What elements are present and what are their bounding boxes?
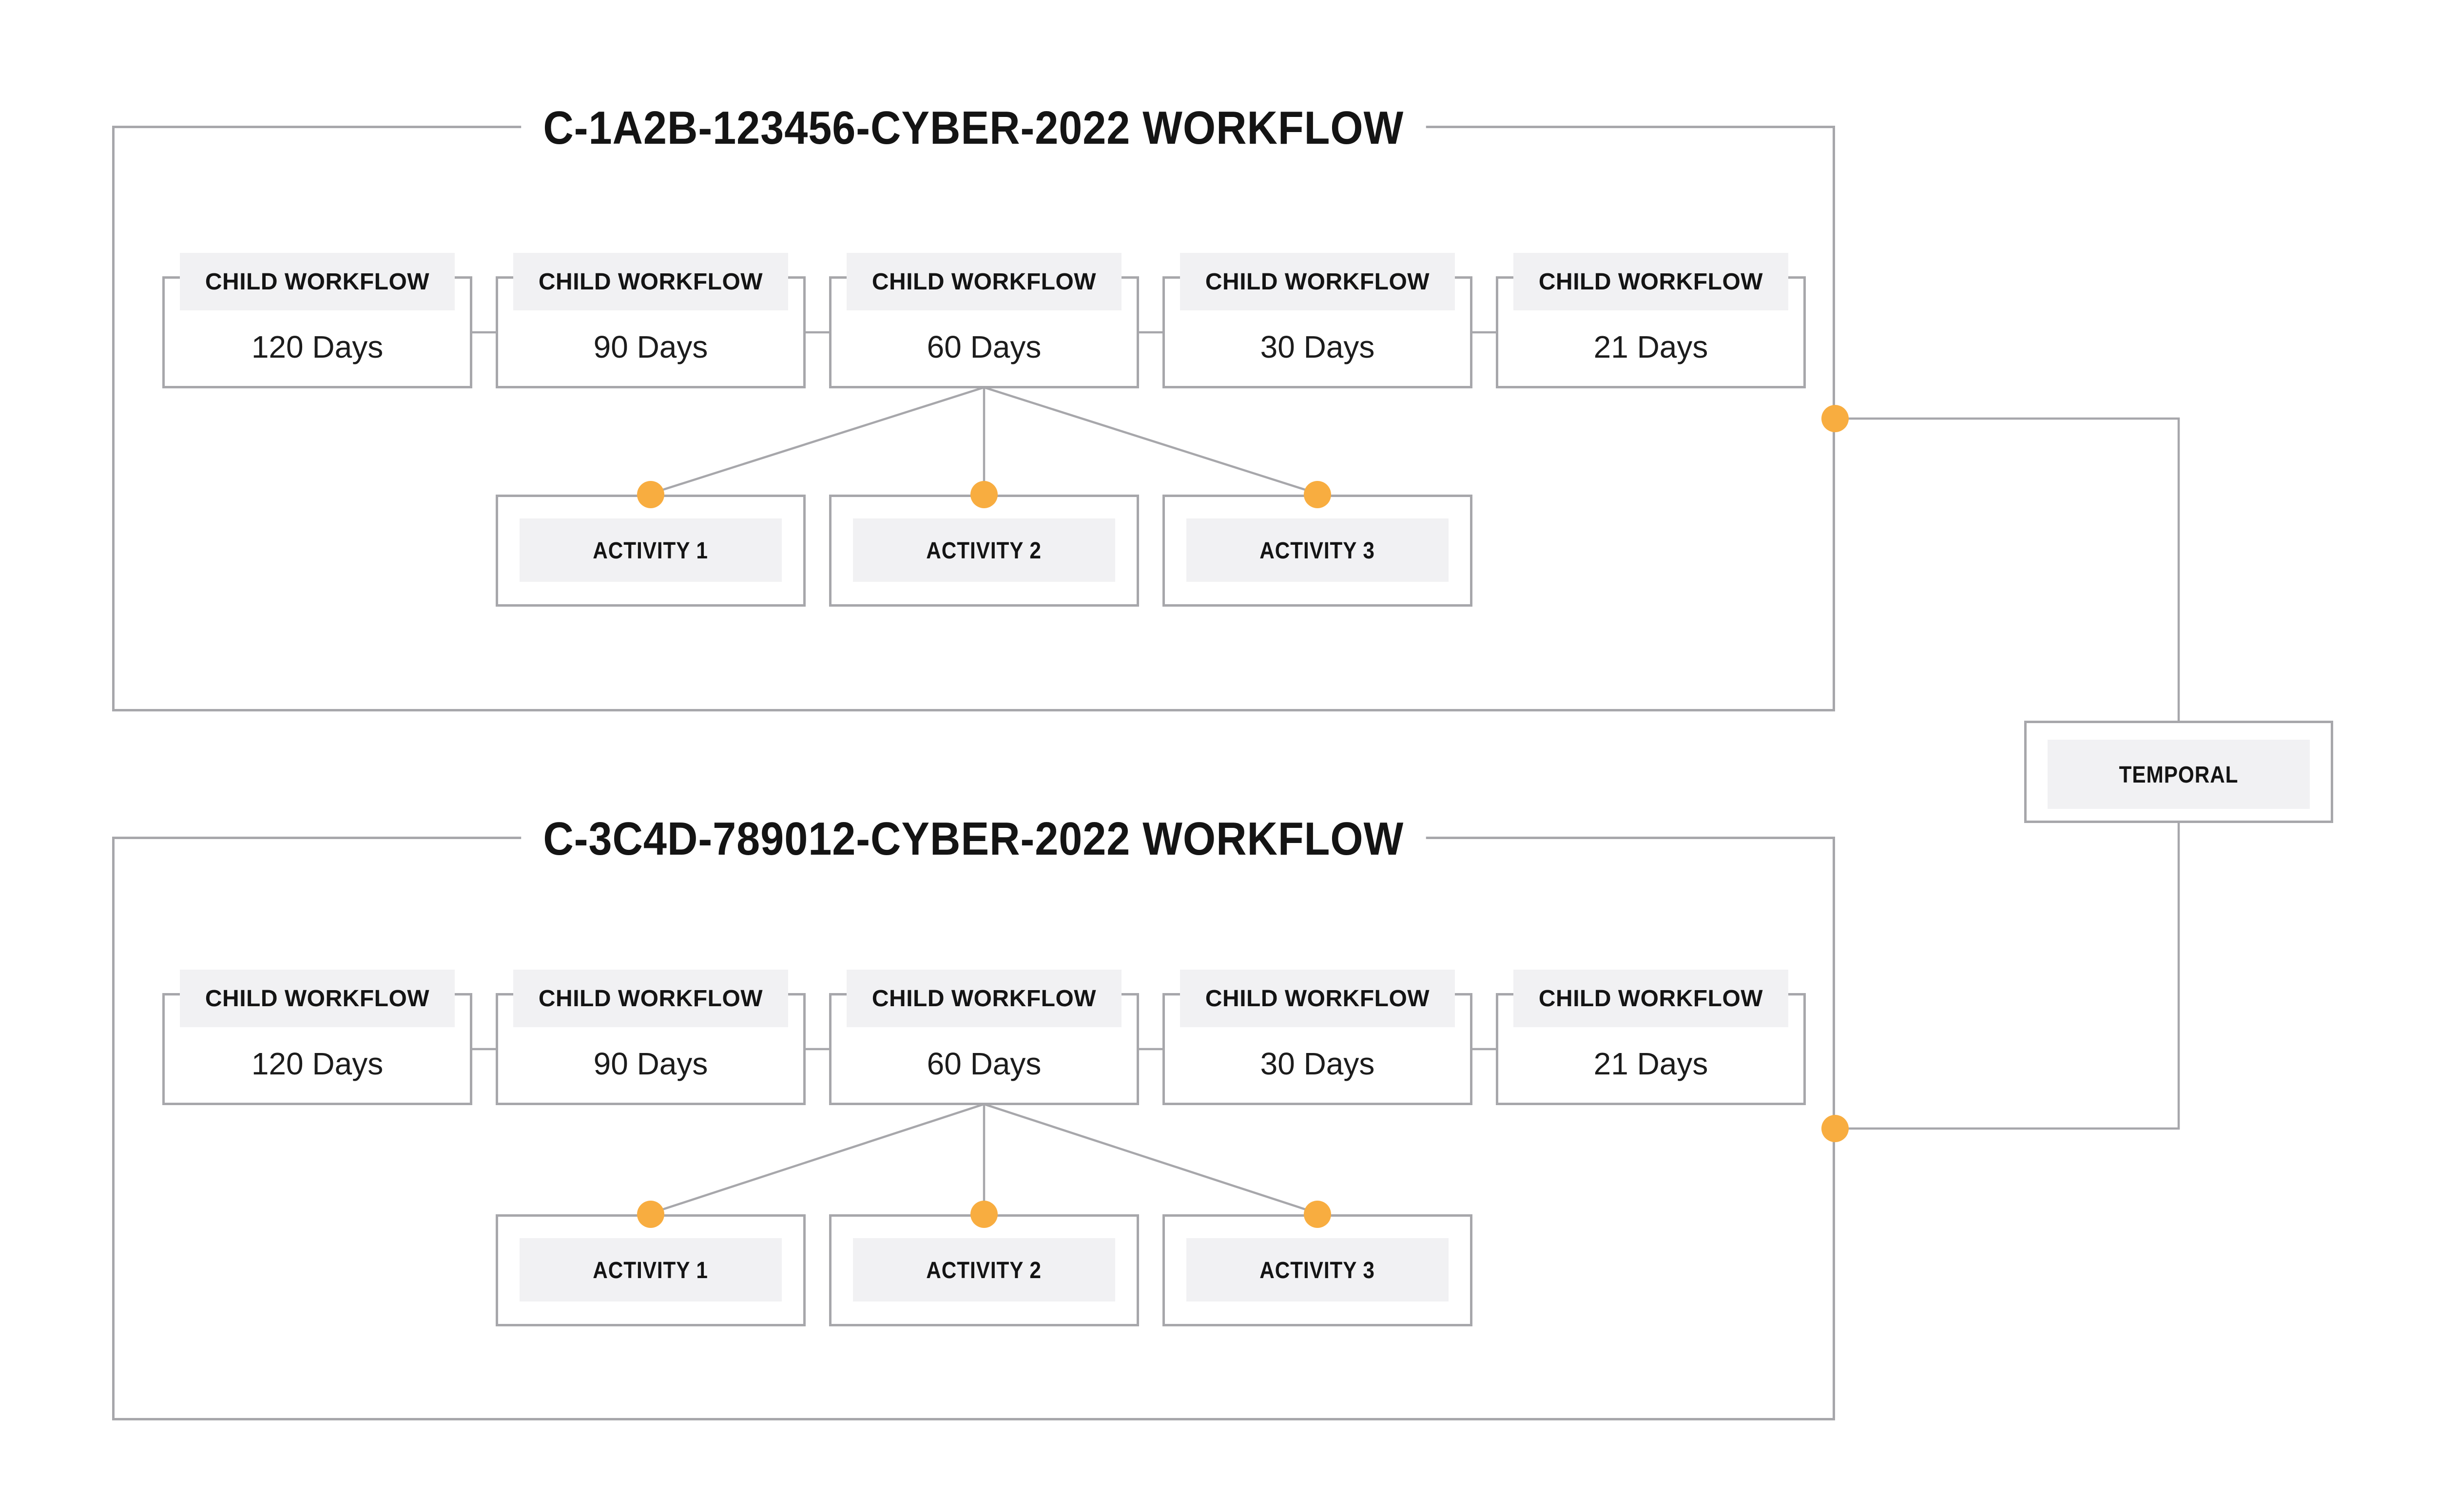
activity-label: ACTIVITY 2 [926,536,1042,564]
activity-node: ACTIVITY 2 [829,495,1139,607]
child-workflow-duration: 120 Days [251,329,384,364]
activity-link [650,1103,985,1215]
child-workflow-node: CHILD WORKFLOW 60 Days [829,970,1139,1105]
connection-dot [970,481,998,508]
activity-label: ACTIVITY 3 [1259,536,1375,564]
connection-dot [637,1201,664,1228]
child-workflow-duration: 60 Days [927,1046,1042,1081]
child-workflow-label: CHILD WORKFLOW [1538,268,1763,295]
activity-link [650,386,985,495]
activity-label: ACTIVITY 1 [593,536,709,564]
connection-dot [637,481,664,508]
child-workflow-label: CHILD WORKFLOW [1205,268,1430,295]
activity-label-plate: ACTIVITY 1 [520,1238,782,1301]
child-workflow-label-plate: CHILD WORKFLOW [847,253,1122,310]
child-workflow-duration: 30 Days [1260,329,1375,364]
activity-node: ACTIVITY 2 [829,1214,1139,1326]
child-workflow-label-plate: CHILD WORKFLOW [180,970,455,1027]
child-workflow-label-plate: CHILD WORKFLOW [1180,253,1455,310]
activity-label: ACTIVITY 2 [926,1256,1042,1283]
child-workflow-duration: 90 Days [593,329,708,364]
temporal-node: TEMPORAL [2024,721,2333,823]
child-workflow-node: CHILD WORKFLOW 120 Days [162,970,472,1105]
child-workflow-label: CHILD WORKFLOW [538,268,763,295]
child-workflow-duration: 21 Days [1593,1046,1708,1081]
child-workflow-duration: 30 Days [1260,1046,1375,1081]
connection-dot [1821,405,1849,432]
temporal-label-plate: TEMPORAL [2048,740,2310,809]
activity-node: ACTIVITY 3 [1162,1214,1472,1326]
connection-dot [1304,481,1331,508]
child-workflow-node: CHILD WORKFLOW 90 Days [496,253,806,388]
activity-link [984,386,1318,495]
child-workflow-label-plate: CHILD WORKFLOW [847,970,1122,1027]
child-workflow-label: CHILD WORKFLOW [871,985,1097,1012]
activity-label-plate: ACTIVITY 1 [520,518,782,582]
child-workflow-node: CHILD WORKFLOW 120 Days [162,253,472,388]
connection-dot [1821,1115,1849,1142]
activity-label: ACTIVITY 1 [593,1256,709,1283]
activity-node: ACTIVITY 3 [1162,495,1472,607]
child-workflow-label: CHILD WORKFLOW [1205,985,1430,1012]
child-workflow-label-plate: CHILD WORKFLOW [180,253,455,310]
child-workflow-node: CHILD WORKFLOW 30 Days [1162,970,1472,1105]
child-workflow-label: CHILD WORKFLOW [205,985,430,1012]
child-workflow-label-plate: CHILD WORKFLOW [1513,970,1788,1027]
activity-link [984,1103,1318,1215]
child-workflow-label-plate: CHILD WORKFLOW [513,253,788,310]
child-workflow-label-plate: CHILD WORKFLOW [1513,253,1788,310]
activity-label-plate: ACTIVITY 3 [1186,1238,1449,1301]
temporal-label: TEMPORAL [2119,761,2239,788]
child-workflow-label: CHILD WORKFLOW [1538,985,1763,1012]
child-workflow-node: CHILD WORKFLOW 21 Days [1496,970,1806,1105]
child-workflow-label-plate: CHILD WORKFLOW [1180,970,1455,1027]
child-workflow-node: CHILD WORKFLOW 21 Days [1496,253,1806,388]
activity-node: ACTIVITY 1 [496,495,806,607]
activity-label: ACTIVITY 3 [1259,1256,1375,1283]
child-workflow-label-plate: CHILD WORKFLOW [513,970,788,1027]
child-workflow-label: CHILD WORKFLOW [205,268,430,295]
child-workflow-node: CHILD WORKFLOW 90 Days [496,970,806,1105]
connection-dot [970,1201,998,1228]
child-workflow-duration: 90 Days [593,1046,708,1081]
child-workflow-duration: 120 Days [251,1046,384,1081]
child-workflow-node: CHILD WORKFLOW 60 Days [829,253,1139,388]
activity-label-plate: ACTIVITY 2 [853,1238,1115,1301]
child-workflow-node: CHILD WORKFLOW 30 Days [1162,253,1472,388]
activity-label-plate: ACTIVITY 2 [853,518,1115,582]
child-workflow-label: CHILD WORKFLOW [538,985,763,1012]
activity-node: ACTIVITY 1 [496,1214,806,1326]
connection-dot [1304,1201,1331,1228]
child-workflow-duration: 60 Days [927,329,1042,364]
child-workflow-duration: 21 Days [1593,329,1708,364]
child-workflow-label: CHILD WORKFLOW [871,268,1097,295]
activity-label-plate: ACTIVITY 3 [1186,518,1449,582]
